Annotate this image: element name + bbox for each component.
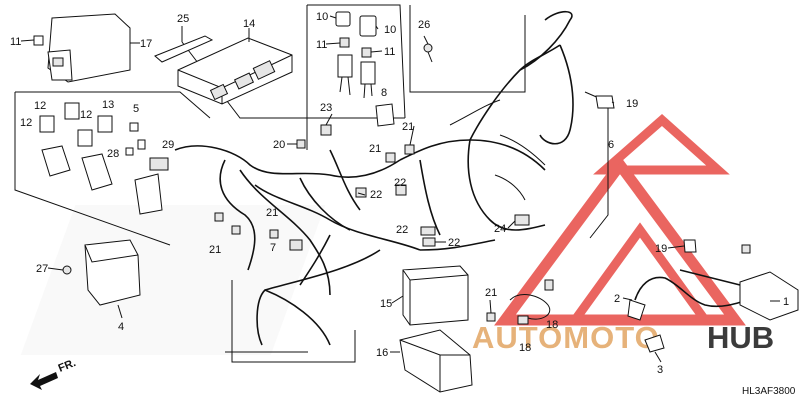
callout-21: 21 <box>402 121 414 133</box>
callout-10: 10 <box>316 11 328 23</box>
main-wire-harness <box>174 10 574 346</box>
callout-12: 12 <box>20 117 32 129</box>
callout-21: 21 <box>485 287 497 299</box>
callout-22: 22 <box>448 237 460 249</box>
parts-1-2-3-hoses <box>627 239 799 353</box>
callout-20: 20 <box>273 139 285 151</box>
part-25-strap <box>154 26 214 63</box>
part-19-clip <box>595 95 615 109</box>
honda-dotted-watermark <box>20 205 326 355</box>
front-direction-label: FR. <box>57 357 78 375</box>
callout-5: 5 <box>133 103 139 115</box>
callout-17: 17 <box>140 38 152 50</box>
callout-leaders <box>20 15 780 363</box>
callout-3: 3 <box>657 364 663 376</box>
harness-connectors <box>214 103 530 251</box>
callout-24: 24 <box>494 223 506 235</box>
callout-16: 16 <box>376 347 388 359</box>
callout-19: 19 <box>655 243 667 255</box>
part-4-bracket <box>62 239 141 319</box>
callout-13: 13 <box>102 99 114 111</box>
callout-4: 4 <box>118 321 124 333</box>
watermark-logo <box>494 113 746 326</box>
callout-22: 22 <box>394 177 406 189</box>
callout-23: 23 <box>320 102 332 114</box>
callout-28: 28 <box>107 148 119 160</box>
callout-21: 21 <box>209 244 221 256</box>
part-15-box <box>402 265 469 326</box>
callout-8: 8 <box>381 87 387 99</box>
callout-18: 18 <box>546 319 558 331</box>
watermark-text-automoto: AUTOMOTO <box>472 320 660 355</box>
part-26-bolt <box>423 35 433 63</box>
callout-29: 29 <box>162 139 174 151</box>
callout-11: 11 <box>384 46 395 58</box>
part-11-clip <box>33 35 44 46</box>
callout-10: 10 <box>384 24 396 36</box>
callout-12: 12 <box>34 100 46 112</box>
diagram-code: HL3AF3800 <box>742 386 796 397</box>
callout-26: 26 <box>418 19 430 31</box>
watermark-text-hub: HUB <box>707 320 774 355</box>
callout-12: 12 <box>80 109 92 121</box>
callout-11: 11 <box>316 39 327 51</box>
callout-21: 21 <box>369 143 381 155</box>
part-18-connectors <box>486 279 554 325</box>
callout-2: 2 <box>614 293 620 305</box>
part-16-cover <box>399 329 473 393</box>
front-direction-arrow <box>30 372 58 390</box>
callout-6: 6 <box>608 139 614 151</box>
callout-7: 7 <box>270 242 276 254</box>
part-17-cover <box>47 13 140 83</box>
callout-15: 15 <box>380 298 392 310</box>
callout-14: 14 <box>243 18 255 30</box>
callout-22: 22 <box>370 189 382 201</box>
part-10-connectors <box>335 11 377 99</box>
part-14-ecu <box>177 28 293 105</box>
callout-27: 27 <box>36 263 48 275</box>
callout-25: 25 <box>177 13 189 25</box>
callout-19: 19 <box>626 98 638 110</box>
callout-22: 22 <box>396 224 408 236</box>
callout-1: 1 <box>783 296 789 308</box>
callout-labels: 17 11 25 14 10 10 11 11 26 19 6 12 12 12… <box>10 11 789 376</box>
callout-18: 18 <box>519 342 531 354</box>
callout-11: 11 <box>10 36 21 48</box>
callout-21: 21 <box>266 207 278 219</box>
relay-group <box>39 102 169 215</box>
